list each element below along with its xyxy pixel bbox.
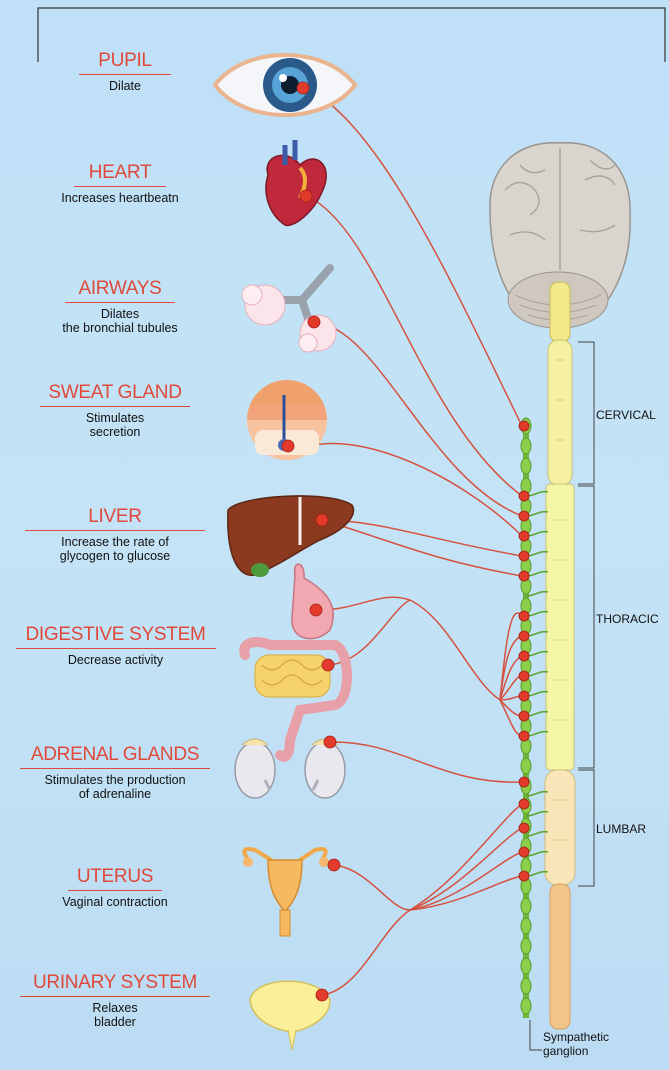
bracket-cervical xyxy=(578,342,594,484)
dot-intestine xyxy=(322,659,334,671)
ganglion xyxy=(521,958,531,974)
chain-connection-dot xyxy=(519,777,529,787)
chain-connection-dot xyxy=(519,631,529,641)
heart-icon xyxy=(266,140,326,225)
dot-adrenal xyxy=(324,736,336,748)
ganglion xyxy=(521,998,531,1014)
nerve-pupil xyxy=(305,88,522,426)
uterus-icon xyxy=(243,849,329,936)
chain-connection-dot xyxy=(519,421,529,431)
chain-connection-dot xyxy=(519,731,529,741)
top-bracket xyxy=(38,8,665,62)
chain-connection-dot xyxy=(519,611,529,621)
chain-connection-dot xyxy=(519,671,529,681)
bracket-thoracic xyxy=(578,486,594,768)
spinal-cord xyxy=(545,282,575,1029)
ganglion xyxy=(521,758,531,774)
ganglion xyxy=(521,938,531,954)
ganglion xyxy=(521,898,531,914)
dot-uterus xyxy=(328,859,340,871)
dot-stomach xyxy=(310,604,322,616)
chain-connection-dot xyxy=(519,651,529,661)
dot-sweat-gland xyxy=(282,440,294,452)
chain-connection-dot xyxy=(519,871,529,881)
eye-icon xyxy=(215,55,355,115)
chain-connection-dot xyxy=(519,847,529,857)
chain-connection-dot xyxy=(519,491,529,501)
chain-connection-dot xyxy=(519,511,529,521)
chain-connection-dot xyxy=(519,551,529,561)
chain-connection-dot xyxy=(519,711,529,721)
ganglion xyxy=(521,918,531,934)
chain-connection-dot xyxy=(519,571,529,581)
dot-liver xyxy=(316,514,328,526)
dot-bladder xyxy=(316,989,328,1001)
dot-airways xyxy=(308,316,320,328)
ganglion-pointer xyxy=(530,1020,542,1050)
bracket-lumbar xyxy=(578,770,594,886)
chain-connection-dot xyxy=(519,823,529,833)
chain-connection-dot xyxy=(519,531,529,541)
chain-connection-dot xyxy=(519,799,529,809)
ganglion xyxy=(521,438,531,454)
dot-pupil xyxy=(297,82,309,94)
dot-heart xyxy=(300,190,312,202)
ganglion xyxy=(521,978,531,994)
liver-icon xyxy=(228,496,354,577)
ganglion xyxy=(521,458,531,474)
airways-icon xyxy=(242,268,336,352)
chain-connection-dot xyxy=(519,691,529,701)
